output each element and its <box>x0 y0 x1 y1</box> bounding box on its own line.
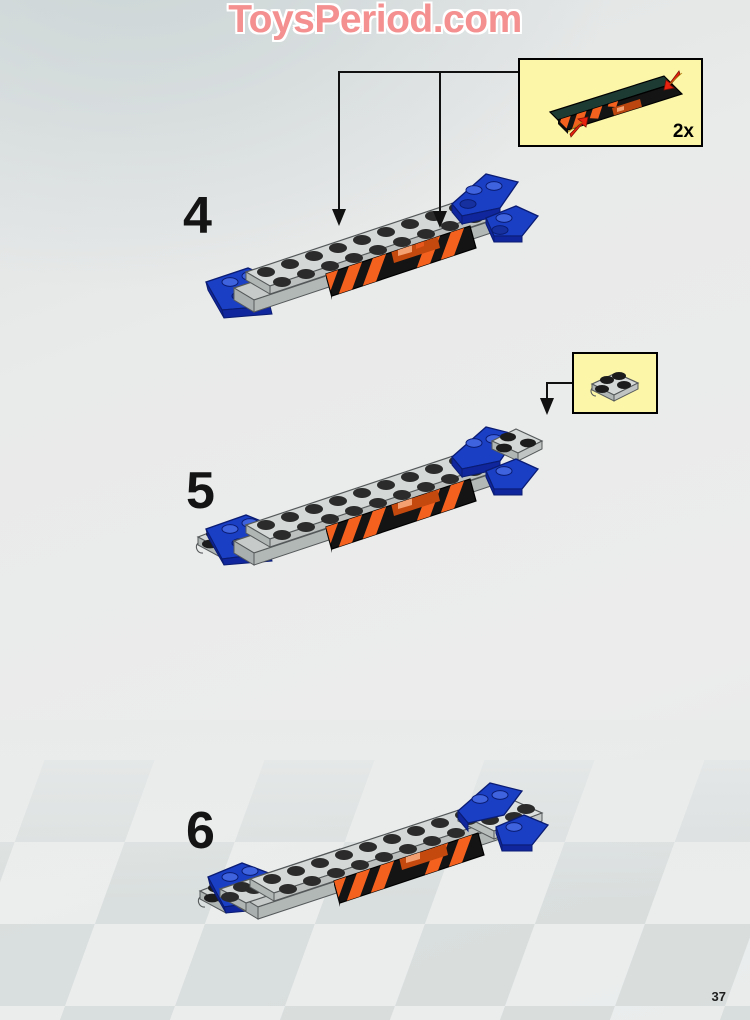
blue-wedge-plate-right-lower <box>485 458 540 496</box>
site-watermark: ToysPeriod.com <box>228 0 522 41</box>
hazard-stripe-tile-part-image <box>548 70 684 138</box>
checker-row <box>0 1006 750 1020</box>
callout-connector-branch-left <box>338 71 340 211</box>
callout-connector-line-step-4 <box>338 71 520 73</box>
placement-arrow-step-5 <box>540 398 554 415</box>
callout-connector-branch-right <box>439 71 441 213</box>
placement-arrow-left <box>332 209 346 226</box>
step-number-5: 5 <box>186 462 215 520</box>
placement-arrow-right <box>433 211 447 228</box>
blue-wedge-plate-right <box>451 173 520 226</box>
callout-box-step-4: 2x <box>518 58 703 147</box>
step-number-4: 4 <box>183 187 212 245</box>
callout-connector-branch-step-5 <box>546 382 548 400</box>
blue-wedge-plate-right-lower <box>485 205 540 243</box>
callout-quantity-step-4: 2x <box>672 121 694 142</box>
model-step-5 <box>195 415 544 595</box>
plate-2x2-right <box>490 428 544 462</box>
gray-stud-plate-upper <box>244 450 494 548</box>
model-step-6 <box>190 765 550 950</box>
plate-2x2-part-image <box>590 372 640 402</box>
callout-connector-line-step-5 <box>546 382 574 384</box>
callout-box-step-5 <box>572 352 658 414</box>
page-number: 37 <box>711 989 726 1004</box>
model-step-4 <box>200 160 540 340</box>
assembly-arrow-red <box>663 70 681 91</box>
assembly-arrow-red <box>569 116 589 138</box>
step-number-6: 6 <box>186 802 215 860</box>
